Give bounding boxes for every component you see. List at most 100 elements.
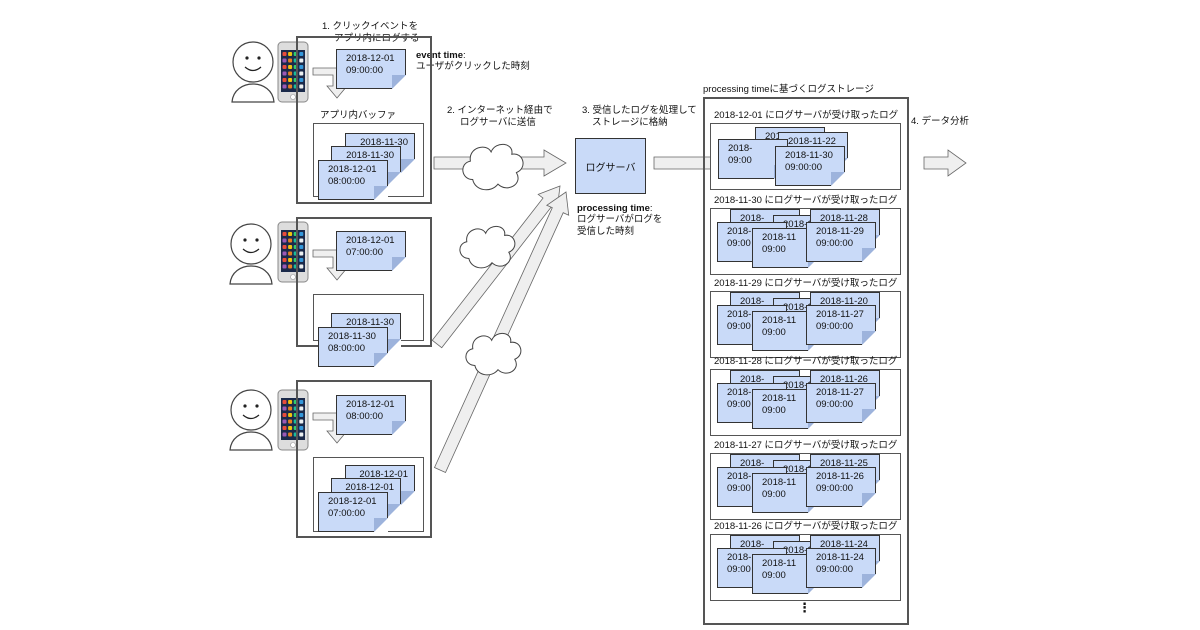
card-line: 2018- (740, 296, 765, 307)
card-line: 09:00 (762, 489, 786, 500)
card-line: 2018-11-30 (360, 137, 408, 148)
user1-person-icon (231, 41, 275, 103)
card-line: 2018-11 (783, 545, 818, 556)
card-line: 2018-11 (783, 219, 818, 230)
card-line: 09:00:00 (816, 564, 853, 575)
card-line: 2018-11 (762, 558, 797, 569)
card-line: 07:00:00 (328, 508, 365, 519)
card-line: 2018- (727, 471, 752, 482)
card-line: 09:00:00 (816, 321, 853, 332)
card-line: 2018-11 (783, 302, 818, 313)
analysis-arrow (923, 149, 967, 177)
processing-time-label: processing time (577, 203, 650, 214)
card-line: 2018-12-01 (346, 235, 395, 246)
card-line: 2018-12-01 (346, 399, 395, 410)
card-line: 2018- (740, 539, 765, 550)
card-line: 2018-12-01 (346, 53, 395, 64)
card-line: 2018-11-24 (820, 539, 868, 550)
card-line: 2018-12-01 (345, 482, 394, 493)
card-line: 09:00 (727, 483, 751, 494)
card-line: 2018-11-30 (346, 150, 394, 161)
card-line: 09:00 (762, 405, 786, 416)
card-line: 07:00:00 (346, 247, 383, 258)
storage-title: processing timeに基づくログストレージ (703, 84, 874, 95)
card-line: 2018-11-20 (820, 296, 868, 307)
card-line: 09:00:00 (816, 399, 853, 410)
event-time-colon: : (463, 50, 466, 61)
storage-group-title: 2018-11-27 にログサーバが受け取ったログ (714, 440, 898, 451)
app-buffer-label: アプリ内バッファ (320, 110, 397, 121)
card-line: 09:00:00 (816, 238, 853, 249)
card-line: 2018-11-25 (820, 458, 868, 469)
storage-group-title: 2018-11-29 にログサーバが受け取ったログ (714, 278, 898, 289)
card-line: 2018-11 (762, 393, 797, 404)
step1-label-line2: アプリ内にログする (334, 33, 420, 44)
user2-send-arrow (431, 185, 561, 349)
storage-group-title: 2018-12-01 にログサーバが受け取ったログ (714, 110, 899, 121)
internet-cloud-2 (459, 225, 516, 269)
card-line: 2018-11 (783, 464, 818, 475)
user2-phone-icon (277, 221, 309, 283)
card-line: 2018-11-22 (788, 136, 836, 147)
card-line: 2018- (727, 309, 752, 320)
processing-time-desc-line1: ログサーバがログを (577, 214, 663, 225)
card-line: 09:00:00 (346, 65, 383, 76)
card-line: 2018-11-27 (816, 387, 864, 398)
storage-group-title: 2018-11-28 にログサーバが受け取ったログ (714, 356, 898, 367)
step2-label-line1: 2. インターネット経由で (447, 105, 553, 116)
card-line: 09:00 (762, 244, 786, 255)
event-time-caption: event time: (416, 50, 466, 62)
user1-app-frame (296, 36, 432, 204)
user3-phone-icon (277, 389, 309, 451)
card-line: 2018- (728, 143, 753, 154)
storage-group-title: 2018-11-26 にログサーバが受け取ったログ (714, 521, 898, 532)
processing-time-desc-line2: 受信した時刻 (577, 226, 635, 237)
card-line: 2018-11-28 (820, 213, 868, 224)
card-line: 2018- (727, 387, 752, 398)
user3-app-frame (296, 380, 432, 538)
card-line: 2018- (740, 213, 765, 224)
step2-label-line2: ログサーバに送信 (460, 117, 536, 128)
log-server: ログサーバ (575, 138, 646, 194)
step3-label-line1: 3. 受信したログを処理して (582, 105, 697, 116)
card-line: 09:00 (727, 238, 751, 249)
card-line: 2018-11 (783, 380, 818, 391)
card-line: 2018-11 (762, 232, 797, 243)
card-line: 2018-12-01 (359, 469, 408, 480)
card-line: 2018- (727, 226, 752, 237)
step4-label: 4. データ分析 (911, 116, 970, 127)
card-line: 09:00:00 (785, 162, 822, 173)
storage-frame (703, 97, 909, 625)
storage-group-title: 2018-11-30 にログサーバが受け取ったログ (714, 195, 898, 206)
user3-person-icon (229, 389, 273, 451)
card-line: 2018-11-29 (816, 226, 864, 237)
card-line: 2018-11-30 (346, 317, 394, 328)
internet-cloud-3 (465, 332, 522, 376)
card-line: 2018-11-30 (785, 150, 833, 161)
user1-phone-icon (277, 41, 309, 103)
card-line: 2018-11-26 (816, 471, 864, 482)
card-line: 09:00 (762, 570, 786, 581)
card-line: 09:00 (728, 155, 752, 166)
card-line: 08:00:00 (328, 176, 365, 187)
card-line: 2018-11-26 (820, 374, 868, 385)
processing-time-caption: processing time: (577, 203, 653, 215)
card-line: 2018- (740, 458, 765, 469)
card-line: 08:00:00 (328, 343, 365, 354)
card-line: 2018- (740, 374, 765, 385)
card-line: 09:00:00 (816, 483, 853, 494)
step3-label-line2: ストレージに格納 (592, 117, 668, 128)
internet-cloud-1 (462, 143, 524, 191)
